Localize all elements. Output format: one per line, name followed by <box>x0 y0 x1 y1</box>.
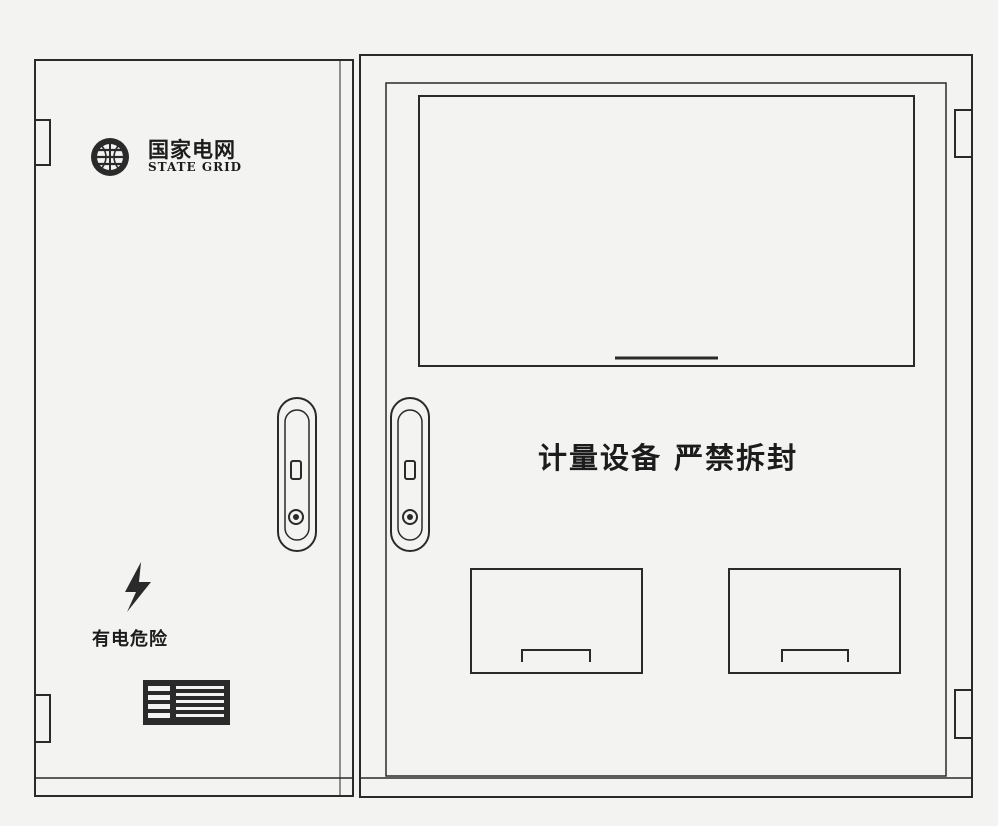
keyhole-icon <box>404 460 416 480</box>
hinge-top-right <box>954 109 972 158</box>
hinge-bottom-right <box>954 689 972 739</box>
viewing-window <box>418 95 915 367</box>
state-grid-globe-icon <box>91 138 129 176</box>
right-door <box>359 54 973 798</box>
right-door-handle[interactable] <box>390 397 430 552</box>
lock-icon <box>288 509 304 525</box>
left-door <box>34 59 354 797</box>
hinge-bottom-left <box>35 694 51 743</box>
access-window-right[interactable] <box>728 568 901 674</box>
electric-hazard-warning: 有电危险 <box>92 629 168 650</box>
brand-name-en: STATE GRID <box>148 160 243 174</box>
brand-name-cn: 国家电网 <box>148 138 236 162</box>
lock-icon <box>402 509 418 525</box>
hinge-top-left <box>35 119 51 166</box>
lightning-bolt-icon <box>125 562 151 612</box>
access-window-left[interactable] <box>470 568 643 674</box>
left-door-handle[interactable] <box>277 397 317 552</box>
keyhole-icon <box>290 460 302 480</box>
metering-seal-notice: 计量设备 严禁拆封 <box>538 441 799 475</box>
nameplate-icon <box>143 680 230 725</box>
